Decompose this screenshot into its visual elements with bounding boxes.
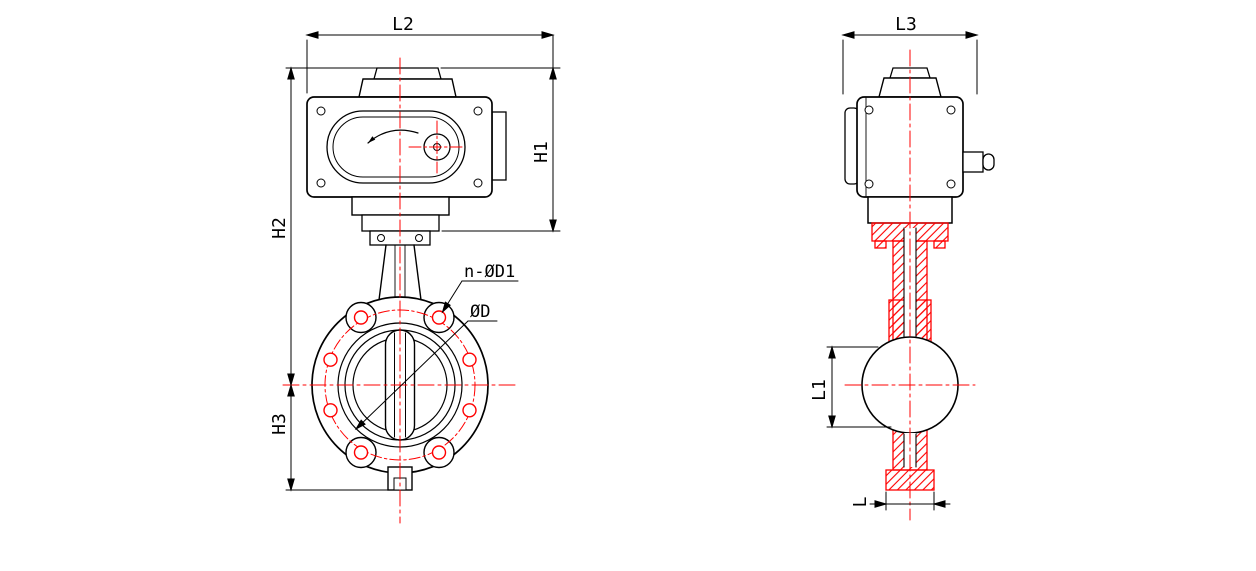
dim-label-H3: H3 [269, 413, 290, 435]
bolt-hole [431, 445, 447, 460]
cable-gland-cap [982, 153, 995, 171]
corner-screw [316, 106, 326, 116]
cable-gland [962, 151, 984, 173]
front-actuator [306, 67, 507, 232]
corner-screw [473, 106, 483, 116]
side-actuator [844, 67, 995, 224]
neck-bolt [415, 234, 423, 242]
dim-label-L1: L1 [809, 379, 830, 401]
side-view: L3 L1 L [809, 14, 995, 521]
bracket-bolt [933, 240, 946, 249]
leader-bore [355, 320, 469, 430]
front-dimensions [285, 31, 561, 491]
side-centerlines [844, 49, 976, 521]
front-view: L2 H1 H2 H3 n-ØD1 ØD [269, 14, 561, 524]
bolt-hole [323, 403, 338, 418]
dim-label-L3: L3 [895, 14, 917, 35]
valve-neck-front [369, 230, 431, 301]
valve-stem-upper [903, 227, 917, 341]
bolt-hole [353, 445, 369, 460]
side-dimensions [826, 31, 978, 511]
bolt-hole [462, 403, 477, 418]
bracket-bolt [874, 240, 887, 249]
corner-screw [946, 179, 956, 189]
neck-bolt [377, 234, 385, 242]
corner-screw [316, 178, 326, 188]
actuator-cap-top [373, 67, 442, 80]
dim-label-L: L [850, 496, 871, 507]
front-red-features [282, 57, 519, 524]
callout-label-bore: ØD [470, 302, 490, 322]
actuator-side-tab [491, 111, 507, 181]
actuator-cap [358, 78, 457, 98]
dim-label-H1: H1 [531, 141, 552, 163]
callout-label-bolt-holes: n-ØD1 [464, 262, 515, 282]
bolt-hole [323, 352, 338, 367]
corner-screw [864, 179, 874, 189]
corner-screw [864, 105, 874, 115]
dim-label-H2: H2 [269, 217, 290, 239]
bolt-hole [353, 310, 369, 325]
bolt-hole [431, 310, 447, 325]
dim-label-L2: L2 [392, 14, 414, 35]
indicator-window-outer [326, 110, 466, 184]
corner-screw [946, 105, 956, 115]
corner-screw [473, 178, 483, 188]
bolt-hole [462, 352, 477, 367]
